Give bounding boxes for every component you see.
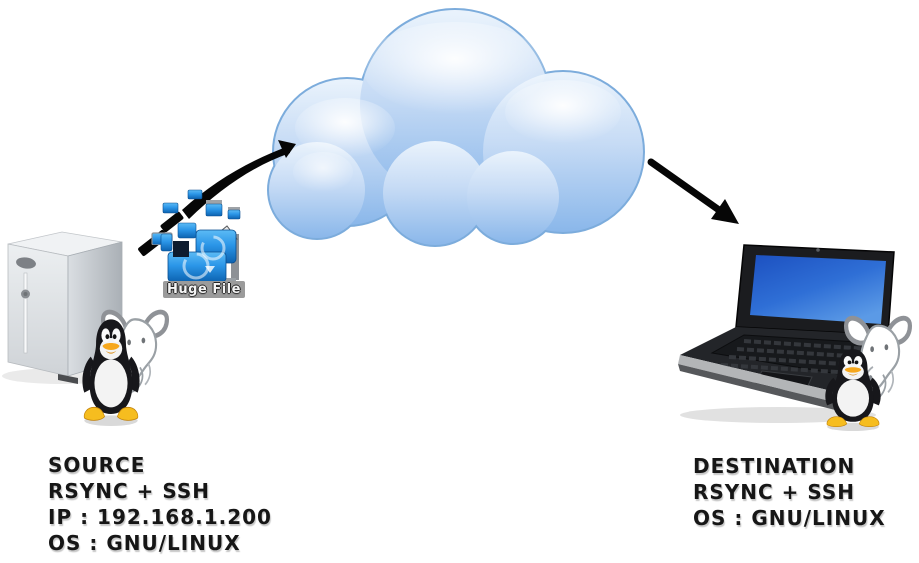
destination-laptop-icon <box>678 244 895 423</box>
huge-file-icon <box>160 222 239 284</box>
destination-os: OS : GNU/LINUX <box>693 506 886 530</box>
huge-file-label: Huge File <box>163 281 245 298</box>
tux-icon <box>822 345 884 431</box>
source-os: OS : GNU/LINUX <box>48 531 241 555</box>
internet-cloud-icon <box>267 8 645 247</box>
source-ip: IP : 192.168.1.200 <box>48 505 272 529</box>
cloud-to-destination-arrow <box>647 158 739 224</box>
source-title: SOURCE <box>48 453 146 477</box>
source-protocol: RSYNC + SSH <box>48 479 211 503</box>
destination-protocol: RSYNC + SSH <box>693 480 856 504</box>
destination-title: DESTINATION <box>693 454 856 478</box>
source-info-text: SOURCE RSYNC + SSH IP : 192.168.1.200 OS… <box>48 452 272 556</box>
destination-info-text: DESTINATION RSYNC + SSH OS : GNU/LINUX <box>693 453 886 531</box>
tux-icon <box>79 314 143 426</box>
